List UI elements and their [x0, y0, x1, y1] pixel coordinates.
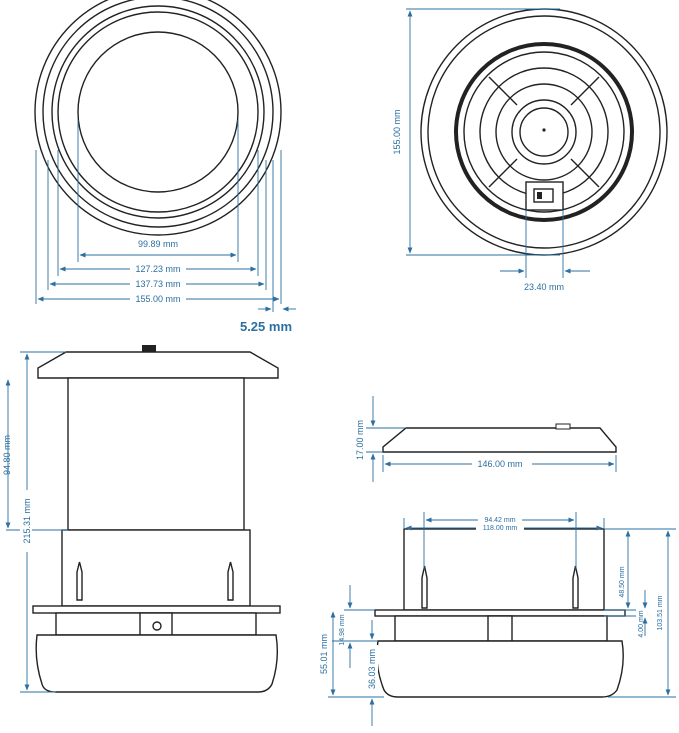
dim-label-total: 215.31 mm — [22, 498, 32, 543]
grille-spokes — [488, 76, 600, 188]
mount-plate — [374, 609, 626, 617]
bolts — [76, 561, 234, 601]
dim-label-outer: 118.00 mm — [483, 525, 518, 532]
dim-label-spacing: 94.42 mm — [484, 517, 515, 524]
top-view: 99.89 mm 127.23 mm 137.73 mm 155.00 mm 5… — [34, 0, 296, 334]
center-disc — [77, 31, 239, 193]
dim-label-upper: 94.80 mm — [2, 435, 12, 475]
dim-label-flange: 14.98 mm — [339, 614, 346, 645]
grille-ring-4 — [511, 99, 577, 165]
switch-housing — [525, 181, 564, 211]
side-view: 94.80 mm 215.31 mm — [2, 345, 281, 693]
installed-view: 94.42 mm 118.00 mm 48.50 mm 4.00 mm 103.… — [319, 512, 676, 726]
rim-ring — [42, 0, 274, 228]
grille-frame — [454, 42, 634, 222]
dim-label-d1: 99.89 mm — [138, 239, 178, 249]
dim-label-hole: 23.40 mm — [524, 282, 564, 292]
clip — [487, 615, 513, 642]
flat-view: 17.00 mm 146.00 mm — [355, 396, 617, 482]
dim-label-d2: 127.23 mm — [135, 264, 180, 274]
dim-label-body: 55.01 mm — [319, 634, 329, 674]
collar — [61, 529, 251, 607]
dim-label-d4: 155.00 mm — [135, 294, 180, 304]
extension-lines — [35, 120, 282, 312]
flat-switch — [555, 423, 571, 430]
dim-label-height: 155.00 mm — [392, 109, 402, 154]
rocker-switch — [533, 188, 554, 203]
hub-dot — [542, 128, 546, 132]
bolts — [421, 565, 579, 609]
middle-ring — [51, 5, 265, 219]
switch-top — [142, 345, 156, 353]
outer-ring — [34, 0, 282, 236]
inner-ring — [57, 11, 259, 213]
dim-label-bolt: 48.50 mm — [619, 566, 626, 597]
rocker-knob — [537, 192, 542, 199]
inner-housing — [376, 640, 624, 698]
dim-label-d3: 137.73 mm — [135, 279, 180, 289]
flat-cap — [382, 427, 617, 453]
pipe — [67, 377, 245, 531]
mount-plate — [32, 605, 281, 614]
front-view: 155.00 mm 23.40 mm — [392, 8, 668, 292]
dim-label-width: 146.00 mm — [477, 459, 522, 469]
clip — [139, 612, 173, 636]
screw — [152, 621, 162, 631]
dim-label-total: 103.51 mm — [657, 595, 664, 630]
vent-cap — [37, 351, 279, 379]
dim-label-gap: 4.00 mm — [638, 610, 645, 637]
rim-ring — [427, 15, 661, 249]
grille-ring-1 — [463, 51, 625, 213]
grille-ring-3 — [495, 83, 593, 181]
inner-housing — [35, 634, 279, 693]
dim-label-d5: 5.25 mm — [240, 319, 292, 334]
center-hub — [519, 107, 569, 157]
dim-label-thick: 17.00 mm — [355, 420, 365, 460]
dim-label-bottom: 36.03 mm — [367, 649, 377, 689]
